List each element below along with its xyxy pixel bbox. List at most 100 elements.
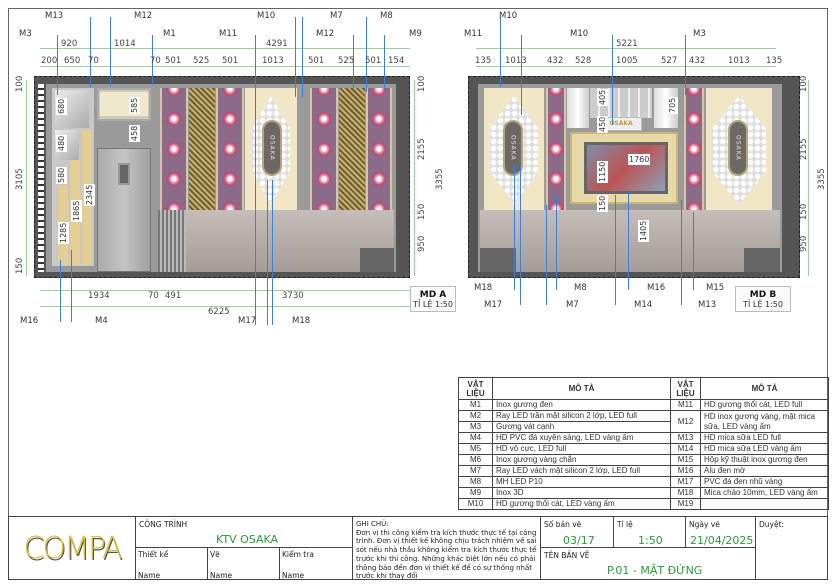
callout-m18: M18 [292, 316, 311, 326]
dim: 100 [15, 75, 25, 92]
table-cell: HD gương thổi cát, LED full [700, 399, 829, 411]
dim: 135 [475, 56, 492, 66]
osaka-logo-panel: OSAKA [728, 120, 748, 176]
drawing-element [628, 192, 629, 290]
checker-name: Name [282, 571, 305, 580]
osaka-logo-panel: OSAKA [262, 120, 282, 176]
project-name: KTV OSAKA [216, 533, 279, 546]
table-cell: M6 [458, 454, 493, 466]
drawing-element [60, 260, 61, 322]
dim: 450 [597, 115, 608, 133]
dim: 480 [56, 134, 67, 152]
dim: 1014 [114, 39, 136, 49]
wall-sign [100, 92, 148, 116]
dim: 150 [15, 257, 25, 274]
dim: 2345 [84, 183, 95, 206]
notes-text: Đơn vị thi công kiểm tra kích thước thực… [356, 528, 537, 580]
table-cell: Inox 3D [492, 487, 671, 499]
dim: 491 [165, 291, 182, 301]
table-cell: Mica cháo 10mm, LED vàng ấm [700, 487, 829, 499]
logo-wordmark: COMPA [23, 530, 122, 566]
dim: 501 [308, 56, 325, 66]
drawing-element [272, 180, 273, 325]
dim: 585 [129, 96, 140, 114]
dim: 405 [597, 88, 608, 106]
drawing-element: CÔNG TRÌNH KTV OSAKA [135, 516, 353, 548]
callout-m12: M12 [134, 11, 153, 21]
drawing-element [384, 35, 385, 90]
dim: 70 [150, 56, 161, 66]
table-cell: M16 [670, 465, 701, 477]
callout-m17: M17 [238, 316, 257, 326]
dim: 70 [88, 56, 99, 66]
table-cell [700, 498, 829, 510]
dim: 920 [61, 39, 78, 49]
dim: 432 [689, 56, 706, 66]
dim: 528 [575, 56, 592, 66]
table-cell: HD mica sữa LED full [700, 432, 829, 444]
dim: 1013 [505, 56, 527, 66]
designer-label: Thiết kế [138, 550, 169, 559]
dim: 650 [64, 56, 81, 66]
drawing-element [90, 17, 91, 87]
dim: 1013 [728, 56, 750, 66]
notes-label: GHI CHÚ: [356, 520, 389, 528]
osaka-logo-panel: OSAKA [503, 120, 523, 176]
drawing-element [480, 210, 780, 272]
dim: 1865 [71, 199, 82, 222]
dim: 1005 [616, 56, 638, 66]
callout-m18: M18 [474, 283, 493, 293]
drawing-element [684, 88, 704, 210]
callout-m10: M10 [257, 11, 276, 21]
drawing-element: MD A [419, 290, 447, 300]
table-cell: HD vô cực, LED full [492, 443, 671, 455]
dim: 501 [365, 56, 382, 66]
table-cell: M15 [670, 454, 701, 466]
table-cell: HD PVC đá xuyên sáng, LED vàng ấm [492, 432, 671, 444]
callout-m4: M4 [95, 316, 108, 326]
table-cell: HD gương thổi cát, LED vàng ấm [492, 498, 671, 510]
sofa-bench [158, 210, 394, 272]
designer-name: Name [138, 571, 161, 580]
drawing-element [310, 88, 338, 210]
dim: 6225 [208, 307, 230, 317]
compa-logo: COMPA [8, 516, 136, 580]
drawing-element [118, 163, 130, 185]
dim: 680 [56, 97, 67, 115]
callout-m3: M3 [19, 29, 32, 39]
dim: 525 [338, 56, 355, 66]
project-label: CÔNG TRÌNH [139, 520, 188, 529]
drawing-element [160, 88, 188, 210]
drawing-element [152, 35, 153, 85]
drawing-element: OSAKA [609, 120, 633, 127]
callout-m7: M7 [566, 300, 579, 310]
drawing-element [615, 195, 616, 305]
drawing-element [38, 84, 44, 272]
table-cell: M1 [458, 399, 493, 411]
callout-m17: M17 [484, 300, 503, 310]
drawing-element [476, 66, 776, 67]
dim: 432 [547, 56, 564, 66]
drawing-element [546, 88, 566, 210]
callout-m11: M11 [219, 29, 238, 39]
drawing-element [189, 88, 215, 210]
dim: 501 [222, 56, 239, 66]
dim: 501 [165, 56, 182, 66]
drawing-element: MD B [749, 290, 777, 300]
drawing-element [110, 17, 111, 87]
drawing-element [158, 210, 186, 272]
callout-m13: M13 [698, 300, 717, 310]
table-cell: M8 [458, 476, 493, 488]
date-label: Ngày vẽ [689, 520, 720, 529]
